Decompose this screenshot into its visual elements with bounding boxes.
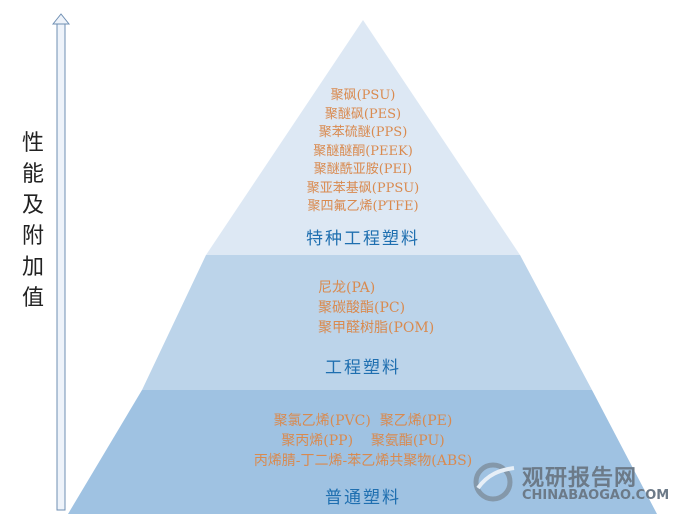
list-item: 聚丙烯(PP) 聚氨酯(PU) <box>281 433 445 449</box>
watermark-logo-icon <box>473 462 515 502</box>
list-item: 聚醚酰亚胺(PEI) <box>313 162 413 177</box>
list-item: 聚亚苯基砜(PPSU) <box>306 180 420 196</box>
watermark-domain: CHINABAOGAO.COM <box>522 488 670 503</box>
list-item: 聚氯乙烯(PVC) 聚乙烯(PE) <box>273 413 453 429</box>
list-item: 聚苯硫醚(PPS) <box>318 125 408 140</box>
watermark: 观研报告网 CHINABAOGAO.COM <box>470 458 670 508</box>
list-item: 聚碳酸酯(PC) <box>318 300 406 316</box>
list-item: 聚醚醚酮(PEEK) <box>313 143 413 159</box>
list-item: 聚甲醛树脂(POM) <box>318 320 435 336</box>
bottom-tier-title: 普通塑料 <box>325 488 401 508</box>
list-item: 聚四氟乙烯(PTFE) <box>307 199 419 214</box>
watermark-name: 观研报告网 <box>522 466 638 491</box>
up-arrow-icon <box>51 13 71 511</box>
list-item: 聚醚砜(PES) <box>324 106 402 122</box>
list-item: 丙烯腈-丁二烯-苯乙烯共聚物(ABS) <box>253 453 473 469</box>
top-tier-items: 聚砜(PSU) 聚醚砜(PES) 聚苯硫醚(PPS) 聚醚醚酮(PEEK) 聚醚… <box>283 87 443 217</box>
pyramid-middle-tier <box>142 255 592 390</box>
pyramid-top-tier <box>206 20 520 255</box>
middle-tier-title: 工程塑料 <box>325 358 401 378</box>
middle-tier-items: 尼龙(PA) 聚碳酸酯(PC) 聚甲醛树脂(POM) <box>318 278 478 338</box>
bottom-tier-items: 聚氯乙烯(PVC) 聚乙烯(PE) 聚丙烯(PP) 聚氨酯(PU) 丙烯腈-丁二… <box>233 411 493 471</box>
list-item: 聚砜(PSU) <box>330 88 396 103</box>
axis-label-performance-value: 性 能 及 附 加 值 <box>21 131 44 311</box>
list-item: 尼龙(PA) <box>318 280 376 296</box>
top-tier-title: 特种工程塑料 <box>306 229 420 249</box>
